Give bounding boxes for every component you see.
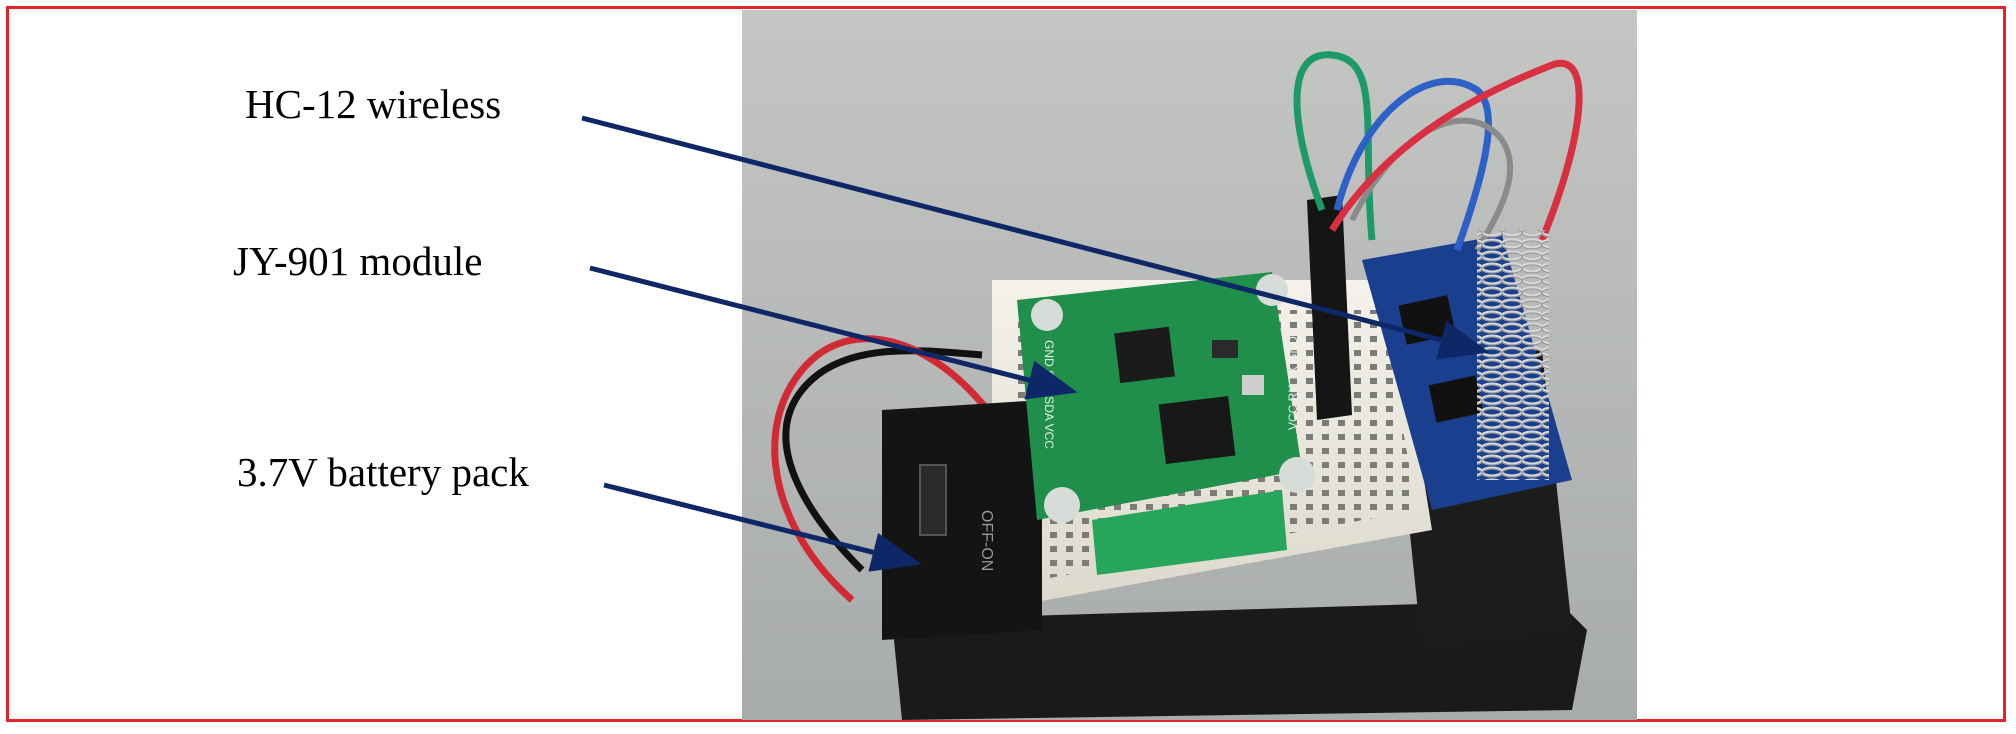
jy901-pcb-tab [1092, 490, 1287, 575]
black-base [892, 600, 1587, 720]
switch-label: OFF-ON [978, 510, 995, 571]
device-photo: OFF-ON GND SCL SDA VCC VCC RX TX GND [742, 10, 1637, 720]
small-component [1242, 375, 1264, 395]
mounting-hole [1044, 487, 1080, 523]
battery-switch [919, 464, 947, 536]
mounting-hole [1256, 274, 1288, 306]
label-battery-pack: 3.7V battery pack [237, 449, 529, 495]
label-jy901-module: JY-901 module [233, 238, 483, 284]
mcu-chip [1158, 395, 1236, 465]
mounting-hole [1279, 457, 1315, 493]
hc12-chip [1428, 375, 1484, 423]
pcb-right-pins: VCC RX TX GND [1286, 336, 1300, 430]
battery-pack [882, 400, 1042, 640]
small-component [1212, 340, 1238, 358]
label-hc12-wireless: HC-12 wireless [245, 81, 502, 127]
spring-antenna [1477, 230, 1549, 480]
imu-chip [1114, 326, 1175, 384]
mounting-hole [1031, 299, 1063, 331]
pcb-left-pins: GND SCL SDA VCC [1042, 340, 1056, 449]
